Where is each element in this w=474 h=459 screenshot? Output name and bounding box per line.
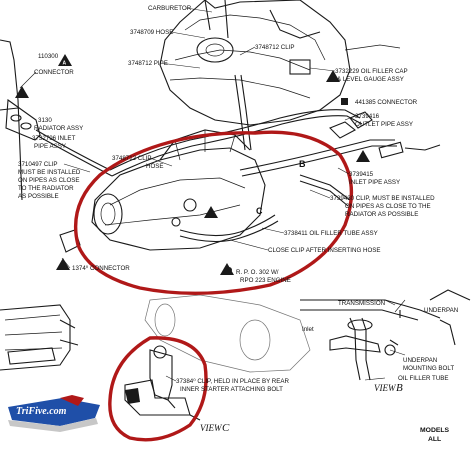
svg-text:A: A xyxy=(63,61,67,67)
callout-a-5 xyxy=(204,206,218,218)
label-hose-mid: HOSE xyxy=(146,163,164,170)
label-inlet-3739415: 3739415 xyxy=(349,171,374,178)
label-models: MODELS xyxy=(420,427,450,434)
callout-b: B xyxy=(299,159,306,169)
label-inlet-3732796: 3732796 INLET xyxy=(32,135,76,142)
view-b-detail xyxy=(300,289,471,381)
logo-text: TriFive.com xyxy=(16,406,67,417)
label-level-gauge: & LEVEL GAUGE ASSY xyxy=(337,76,404,83)
callout-a-2 xyxy=(15,86,29,98)
highlight-circle-main xyxy=(73,130,354,296)
starter-outline xyxy=(144,294,311,373)
trifive-logo: TriFive.com xyxy=(8,395,100,432)
label-radiator-assy: RADIATOR ASSY xyxy=(34,125,83,132)
label-oil-filler-3738411: 3738411 OIL FILLER TUBE ASSY xyxy=(284,230,378,237)
models-block: MODELS ALL xyxy=(420,427,450,443)
label-outlet-pipe: OUTLET PIPE ASSY xyxy=(355,121,413,128)
label-view-c: VIEW xyxy=(200,423,223,433)
label-oil-filler-tube: OIL FILLER TUBE xyxy=(398,375,449,382)
radiator-tank-lower xyxy=(0,304,79,371)
label-pipe-3748712: 3748712 PIPE xyxy=(128,60,168,67)
label-rpo-1: R. P. O. 302 W/ xyxy=(236,269,279,276)
label-connector-110300: 110300 xyxy=(38,53,59,60)
engine-block xyxy=(159,0,401,126)
transmission-body xyxy=(59,129,266,253)
label-clip-3739430: 3739430 CLIP, MUST BE INSTALLED xyxy=(330,195,435,202)
label-inlet-pipe: INLET PIPE ASSY xyxy=(349,179,400,186)
label-clip-3710497: 3710497 CLIP xyxy=(18,161,58,168)
labels-top: CARBURETOR 3748709 HOSE 3748712 CLIP 374… xyxy=(128,5,418,128)
callout-a-4 xyxy=(356,150,370,162)
label-close-clip: CLOSE CLIP AFTER INSERTING HOSE xyxy=(268,247,381,254)
label-connector-110300-b: CONNECTOR xyxy=(34,69,74,76)
label-clip-note-4: AS POSSIBLE xyxy=(18,193,59,200)
labels-middle: 3748712 CLIP HOSE 3739415 INLET PIPE ASS… xyxy=(61,155,435,284)
label-models-all: ALL xyxy=(428,436,441,443)
labels-left: 110300 CONNECTOR 3130 RADIATOR ASSY 3732… xyxy=(18,53,91,200)
label-inlet-side: Inlet xyxy=(302,326,314,333)
label-clip-3748712-top: 3748712 CLIP xyxy=(255,44,295,51)
view-c-clip xyxy=(124,345,201,421)
label-pipe-assy: PIPE ASSY xyxy=(34,143,66,150)
label-outlet-3739416: 3739416 xyxy=(355,113,380,120)
label-transmission: TRANSMISSION xyxy=(338,300,385,307)
label-oil-filler-cap: 3732229 OIL FILLER CAP xyxy=(335,68,408,75)
label-rpo-2: RPO 223 ENGINE xyxy=(240,277,291,284)
label-underpan-bolt-2: MOUNTING BOLT xyxy=(403,365,454,372)
label-underpan: UNDERPAN xyxy=(424,307,458,314)
label-clip-r-note-1: ON PIPES AS CLOSE TO THE xyxy=(345,203,431,210)
label-underpan-bolt-1: UNDERPAN xyxy=(403,357,437,364)
highlight-circle-clip xyxy=(108,336,208,442)
callout-dot xyxy=(226,267,232,273)
label-clip-note-2: ON PIPES AS CLOSE xyxy=(18,177,80,184)
label-clip-3738-1: 37384⁰ CLIP, HELD IN PLACE BY REAR xyxy=(176,378,290,385)
label-clip-r-note-2: RADIATOR AS POSSIBLE xyxy=(345,211,418,218)
label-view-b-letter: B xyxy=(396,382,403,394)
label-clip-3738-2: INNER STARTER ATTACHING BOLT xyxy=(180,386,283,393)
label-clip-note-1: MUST BE INSTALLED xyxy=(18,169,81,176)
label-connector-1374: 1374⁰ CONNECTOR xyxy=(72,265,130,272)
label-view-b: VIEW xyxy=(374,383,397,393)
radiator-assembly xyxy=(0,39,113,201)
callout-c: C xyxy=(256,206,263,216)
label-clip-note-3: TO THE RADIATOR xyxy=(18,185,74,192)
label-radiator-3130: 3130 xyxy=(38,117,52,124)
callout-a-1: A xyxy=(58,54,72,67)
labels-view-c: 37384⁰ CLIP, HELD IN PLACE BY REAR INNER… xyxy=(165,375,290,434)
labels-view-b: TRANSMISSION UNDERPAN UNDERPAN MOUNTING … xyxy=(302,300,458,394)
square-marker-b xyxy=(341,98,348,105)
callout-a-3 xyxy=(326,70,340,82)
label-connector-441385: 441385 CONNECTOR xyxy=(355,99,418,106)
label-carburetor: CARBURETOR xyxy=(148,5,192,12)
cooler-pipes xyxy=(109,74,441,243)
label-view-c-letter: C xyxy=(222,422,230,434)
label-clip-3748712-mid: 3748712 CLIP xyxy=(112,155,152,162)
callout-a-6 xyxy=(56,258,70,270)
label-hose-3748709: 3748709 HOSE xyxy=(130,29,173,36)
